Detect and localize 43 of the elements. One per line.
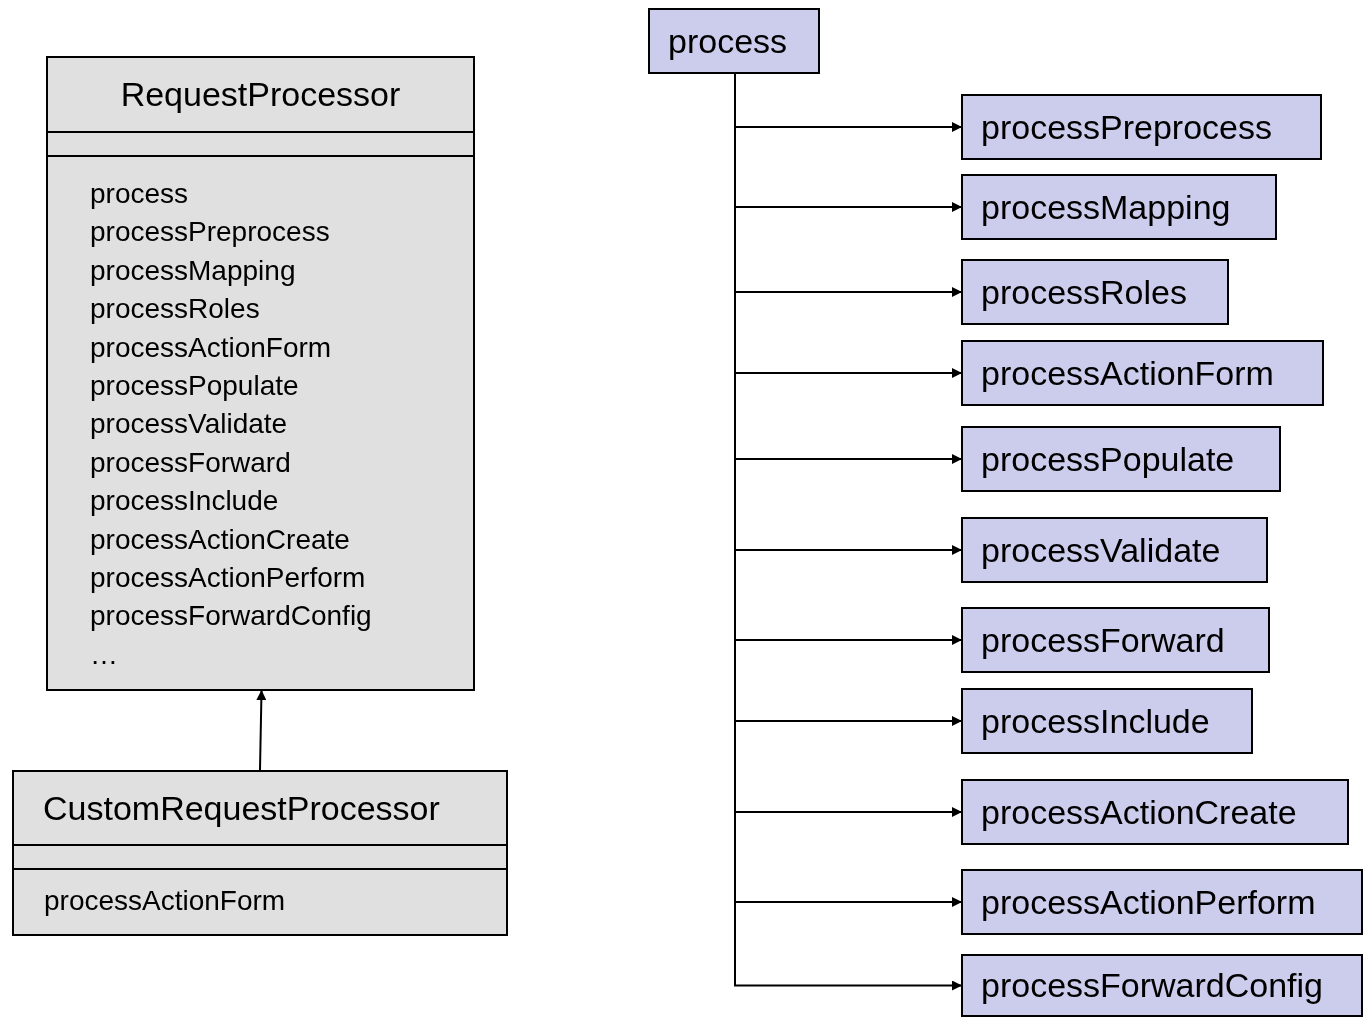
method-name: processInclude xyxy=(90,484,279,519)
method-name: processValidate xyxy=(90,407,288,442)
class-name: CustomRequestProcessor xyxy=(43,787,440,829)
class-box xyxy=(46,56,475,691)
method-box xyxy=(961,954,1363,1017)
method-name: process xyxy=(90,177,189,211)
method-name: processForwardConfig xyxy=(90,599,372,634)
method-box xyxy=(961,426,1281,492)
method-name: processActionForm xyxy=(44,884,286,918)
method-name: processActionForm xyxy=(90,330,332,365)
method-box xyxy=(961,607,1270,673)
method-name: processForwardConfig xyxy=(981,965,1324,1006)
method-box xyxy=(961,259,1229,325)
class-name: RequestProcessor xyxy=(120,74,401,115)
method-box xyxy=(961,517,1268,583)
method-name: processMapping xyxy=(90,253,296,288)
method-name: processPreprocess xyxy=(981,106,1272,148)
method-name: process xyxy=(668,20,788,62)
method-name: processRoles xyxy=(90,292,260,327)
method-name: processPopulate xyxy=(981,438,1235,480)
method-box xyxy=(961,779,1349,845)
method-name: processActionCreate xyxy=(981,791,1297,833)
method-name: processValidate xyxy=(981,529,1221,571)
method-name: … xyxy=(90,637,118,672)
method-box xyxy=(961,869,1363,935)
method-name: processActionPerform xyxy=(981,881,1316,923)
method-name: processForward xyxy=(981,619,1225,661)
method-name: processPreprocess xyxy=(90,215,330,250)
method-name: processForward xyxy=(90,445,291,480)
method-name: processActionForm xyxy=(981,352,1274,394)
method-box xyxy=(961,340,1324,406)
method-box xyxy=(961,688,1253,754)
method-name: processInclude xyxy=(981,700,1210,742)
method-name: processActionPerform xyxy=(90,561,366,596)
method-box xyxy=(648,8,820,74)
class-box xyxy=(12,770,508,936)
method-name: processMapping xyxy=(981,186,1231,228)
arrow xyxy=(256,690,267,771)
method-box xyxy=(961,174,1277,240)
method-name: processActionCreate xyxy=(90,522,350,557)
method-name: processPopulate xyxy=(90,369,299,404)
method-name: processRoles xyxy=(981,271,1187,313)
method-box xyxy=(961,94,1322,160)
